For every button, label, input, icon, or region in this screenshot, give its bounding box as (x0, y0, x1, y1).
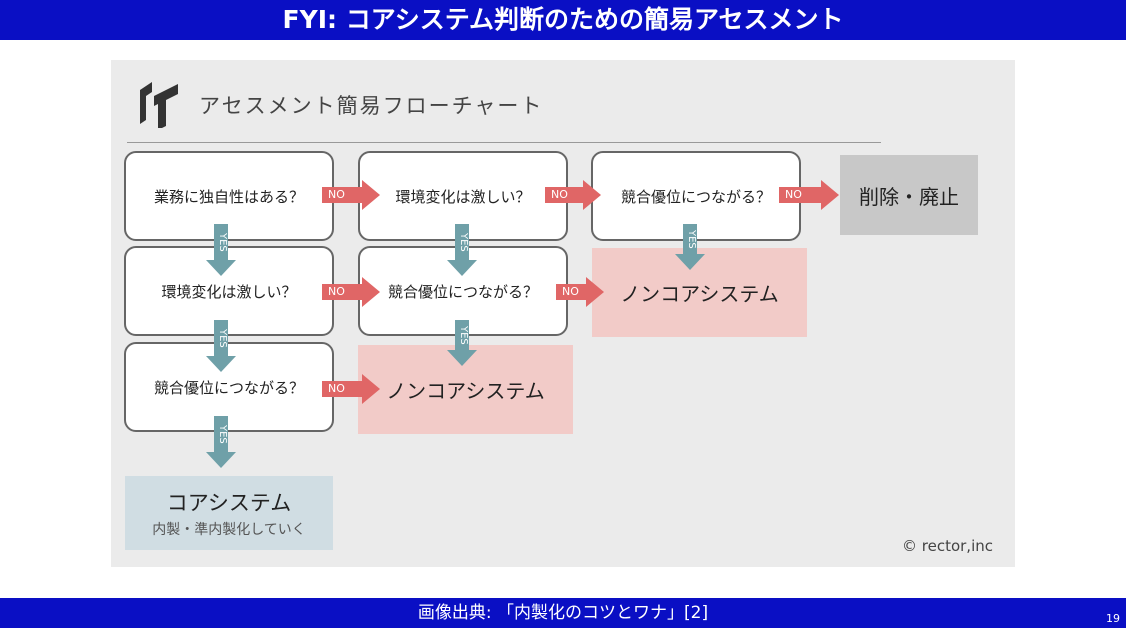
slide-title: FYI: コアシステム判断のための簡易アセスメント (0, 0, 1126, 40)
question-competitive: 競合優位につながる？ (124, 342, 334, 432)
question-uniqueness: 業務に独自性はある？ (124, 151, 334, 241)
page-number: 19 (1106, 612, 1120, 625)
copyright: © rector,inc (902, 537, 993, 555)
question-competitive: 競合優位につながる？ (591, 151, 801, 241)
image-source: 画像出典: 「内製化のコツとワナ」[2] (0, 598, 1126, 628)
result-core-subtitle: 内製・準内製化していく (152, 522, 306, 538)
flowchart-heading: アセスメント簡易フローチャート (199, 94, 544, 118)
divider (127, 142, 881, 143)
flowchart-image: アセスメント簡易フローチャート 業務に独自性はある？ 環境変化は激しい？ 競合優… (111, 60, 1015, 567)
result-core-title: コアシステム (166, 491, 292, 515)
rector-logo-icon (140, 82, 178, 128)
result-abolish: 削除・廃止 (840, 155, 978, 235)
result-core: コアシステム 内製・準内製化していく (125, 476, 333, 550)
